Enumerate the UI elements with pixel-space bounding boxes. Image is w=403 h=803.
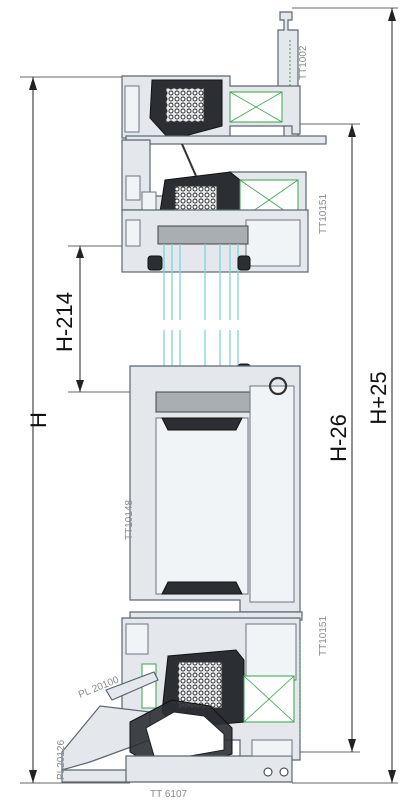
dimension-sash-height: H-26 [300,123,360,753]
arrow-up-icon [76,246,84,258]
part-label-sash: TT10148 [124,500,135,540]
drip-profile [105,671,159,701]
arrow-down-icon [348,739,356,752]
dimension-glass-height: H-214 [52,245,160,393]
dimension-total-height: H+25 [292,7,398,784]
part-label-sill-cover: PL20126 [56,740,67,780]
part-label-lower-frame: TT10151 [318,616,329,656]
arrow-down-icon [76,380,84,392]
sill-assembly [61,699,293,783]
arrow-down-icon [29,770,37,783]
main-sash [129,365,303,621]
glass-height-label: H-214 [52,292,77,352]
part-label-top-profile: TT1002 [298,45,309,80]
upper-sash [121,139,309,273]
upper-frame [121,75,327,145]
arrow-up-icon [348,124,356,137]
arrow-down-icon [388,770,396,783]
overall-height-label: H [26,412,51,428]
part-label-sill: TT 6107 [150,789,187,800]
dimension-overall-height: H [20,76,130,784]
arrow-up-icon [29,77,37,90]
part-label-upper-frame: TT10151 [318,194,329,234]
sash-height-label: H-26 [326,414,351,462]
arrow-up-icon [388,8,396,21]
total-height-label: H+25 [366,371,391,424]
